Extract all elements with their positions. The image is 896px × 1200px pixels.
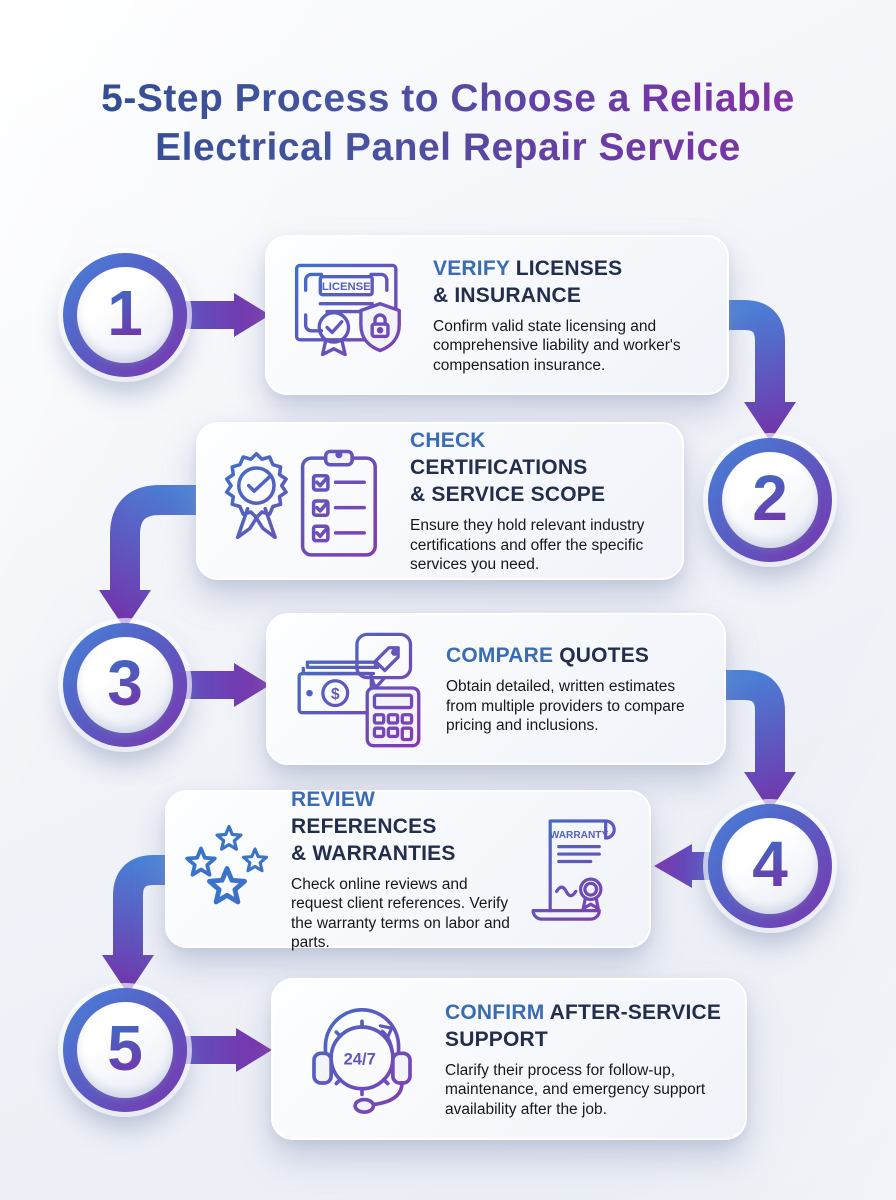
arrow-card1-to-circle2: [720, 300, 796, 441]
step-1-card: LICENSE VERIFY LICENSES & INSURANCE Conf…: [265, 235, 729, 395]
dollar-sign-glyph: $: [331, 686, 340, 703]
arrow-card4-to-circle5: [102, 855, 174, 994]
arrow-circle4-to-card4: [654, 844, 714, 888]
step-3-circle: 3: [63, 623, 187, 747]
step-3-heading: COMPARE QUOTES: [446, 644, 650, 668]
award-badge-checklist-icon: [218, 440, 396, 562]
money-tag-calculator-icon: $: [292, 627, 428, 751]
step-1-number: 1: [107, 277, 143, 349]
step-3-heading-accent: COMPARE: [446, 644, 554, 668]
step-4-heading-line2: & WARRANTIES: [291, 841, 456, 865]
step-5-body: Clarify their process for follow-up, mai…: [445, 1061, 706, 1118]
step-2-body: Ensure they hold relevant industry certi…: [410, 517, 645, 574]
step-2-heading-accent: CHECK: [410, 429, 486, 453]
step-1-heading-accent: VERIFY: [433, 256, 510, 280]
headset-24-7-support-icon: 24/7: [297, 996, 427, 1122]
step-1-circle: 1: [63, 253, 187, 377]
arrow-card2-to-circle3: [99, 485, 205, 629]
step-2-heading: CHECK CERTIFICATIONS & SERVICE SCOPE: [410, 427, 664, 508]
step-4-number: 4: [752, 828, 788, 900]
step-4-circle: 4: [708, 804, 832, 928]
step-5-heading: CONFIRM AFTER-SERVICE SUPPORT: [445, 999, 727, 1053]
step-5-circle: 5: [63, 988, 187, 1112]
step-4-heading: REVIEW REFERENCES & WARRANTIES: [291, 786, 517, 867]
step-5-heading-accent: CONFIRM: [445, 1000, 545, 1024]
warranty-icon-label: WARRANTY: [550, 830, 609, 841]
step-3-number: 3: [107, 647, 143, 719]
warranty-scroll-icon: WARRANTY: [529, 808, 629, 930]
arrow-card3-to-circle4: [716, 670, 796, 811]
step-4-card: REVIEW REFERENCES & WARRANTIES Check onl…: [165, 788, 651, 951]
step-2-card: CHECK CERTIFICATIONS & SERVICE SCOPE Ens…: [196, 422, 684, 580]
step-2-number: 2: [752, 462, 788, 534]
step-1-heading: VERIFY LICENSES & INSURANCE: [433, 255, 683, 309]
license-certificate-shield-icon: LICENSE: [289, 254, 417, 376]
step-5-card: 24/7 CONFIRM AFTER-SERVICE SUPPORT Clari…: [271, 978, 747, 1140]
license-icon-label: LICENSE: [322, 281, 371, 293]
star-rating-icon: [183, 821, 279, 917]
step-5-heading-line2: SUPPORT: [445, 1027, 548, 1051]
step-2-circle: 2: [708, 438, 832, 562]
step-2-heading-line2: & SERVICE SCOPE: [410, 483, 606, 507]
step-1-heading-line2: & INSURANCE: [433, 283, 582, 307]
support-icon-label: 24/7: [344, 1050, 376, 1069]
step-4-heading-accent: REVIEW: [291, 787, 376, 811]
step-3-body: Obtain detailed, written estimates from …: [446, 678, 685, 735]
step-5-number: 5: [107, 1012, 143, 1084]
step-4-body: Check online reviews and request client …: [291, 875, 510, 952]
step-3-card: $ COMPARE QUOTES Obtain detailed, writte…: [266, 613, 726, 765]
step-1-body: Confirm valid state licensing and compre…: [433, 317, 681, 374]
